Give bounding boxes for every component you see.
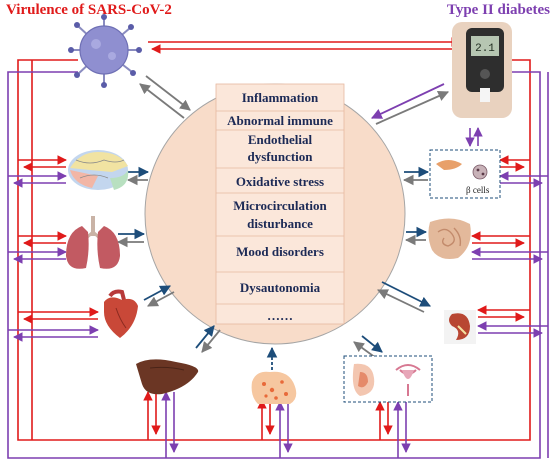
hub-item-endothelial: Endothelial <box>248 132 313 147</box>
glucometer-reading: 2.1 <box>475 43 495 55</box>
heart-icon <box>104 289 138 338</box>
beta-cells-label: β cells <box>466 185 490 195</box>
hub-item-oxidative-stress: Oxidative stress <box>236 174 324 189</box>
type2-diabetes-title: Type II diabetes <box>446 2 550 18</box>
hub-links <box>116 75 449 370</box>
brain-icon <box>68 150 129 190</box>
sars-cov2-connector-network <box>17 37 531 441</box>
central-hub: Inflammation Abnormal immune Endothelial… <box>144 83 406 345</box>
hub-item-abnormal-immune: Abnormal immune <box>227 113 333 128</box>
glucometer-icon: 2.1 <box>452 22 512 118</box>
lungs-icon <box>66 216 120 269</box>
diabetes-connector-network <box>7 71 549 459</box>
kidney-icon <box>444 310 476 344</box>
hub-item-mood-disorders: Mood disorders <box>236 244 324 259</box>
hub-item-dysautonomia: Dysautonomia <box>240 280 321 295</box>
sars-cov2-title: Virulence of SARS-CoV-2 <box>6 2 172 18</box>
liver-icon <box>136 359 199 395</box>
pancreas-icon: β cells <box>429 149 501 199</box>
reproductive-organs-icon <box>343 355 433 403</box>
virus-icon <box>68 14 142 88</box>
hub-item-inflammation: Inflammation <box>242 90 319 105</box>
skin-icon <box>251 371 297 404</box>
hub-item-ellipsis: …… <box>267 308 293 323</box>
intestine-icon <box>428 218 471 259</box>
hub-item-dysfunction: dysfunction <box>247 149 313 164</box>
hub-item-disturbance: disturbance <box>247 216 313 231</box>
hub-item-microcirculation: Microcirculation <box>233 198 327 213</box>
